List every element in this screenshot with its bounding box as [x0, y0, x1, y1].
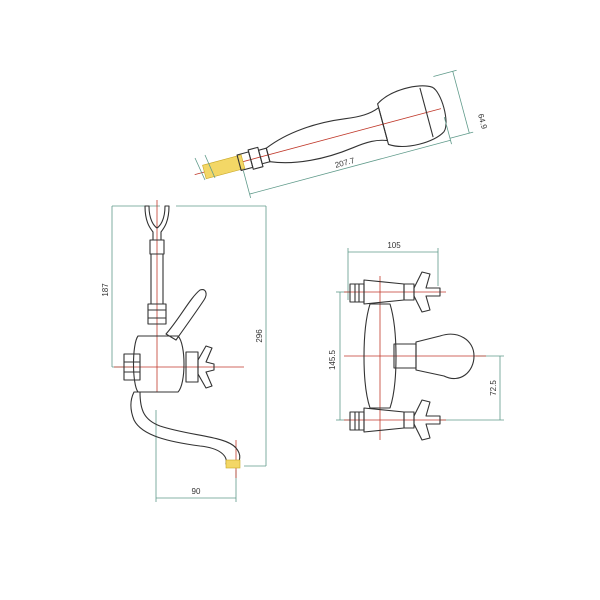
shower-head	[377, 85, 447, 147]
spout-front	[415, 333, 475, 380]
dim-label-90: 90	[192, 487, 201, 496]
dim-207-line	[249, 139, 451, 195]
cross-handle	[197, 345, 215, 389]
dim-207-ext-right	[443, 116, 452, 145]
lower-inlet-nut	[349, 411, 365, 431]
upper-inlet-nut	[349, 283, 365, 303]
dim-label-187: 187	[101, 283, 110, 297]
dim-label-64-9: 64.9	[476, 113, 489, 131]
body-barrel	[363, 303, 397, 409]
upper-cross-handle	[413, 271, 441, 313]
dim-label-296: 296	[255, 329, 264, 343]
side-view-drawing: 187 296 90	[101, 200, 267, 502]
connector-tick-1	[194, 157, 206, 181]
lower-cross-handle	[413, 399, 441, 441]
dim-label-72-5: 72.5	[489, 380, 498, 396]
shower-head-face	[419, 87, 434, 138]
mixer-body	[132, 335, 185, 393]
spout-aerator	[225, 459, 241, 469]
diverter-lever	[165, 289, 207, 341]
dim-64-line	[452, 71, 470, 134]
riser-nut	[147, 303, 167, 325]
inlet-nut	[123, 353, 141, 381]
connector-tick-2	[204, 154, 216, 179]
dim-label-145-5: 145.5	[328, 349, 337, 370]
dim-207-ext-left	[242, 170, 252, 199]
bath-spout	[130, 391, 241, 465]
dim-label-207-7: 207.7	[334, 156, 356, 170]
front-view-drawing: 105 145.5 72.5	[328, 241, 504, 441]
hand-shower-drawing: 207.7 64.9	[194, 69, 489, 199]
shower-cradle-fork	[144, 205, 170, 241]
dim-label-105: 105	[387, 241, 401, 250]
